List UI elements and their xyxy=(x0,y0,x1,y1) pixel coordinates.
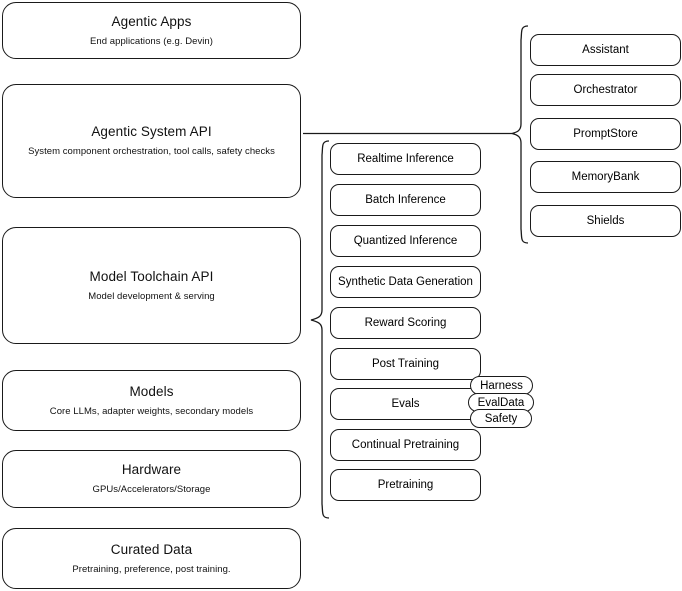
layer-title: Models xyxy=(129,383,174,399)
layer-title: Hardware xyxy=(121,462,182,478)
layer-title: Agentic Apps xyxy=(111,13,192,29)
toolchain-item-realtime-inference[interactable]: Realtime Inference xyxy=(330,143,481,175)
agentic-component-promptstore[interactable]: PromptStore xyxy=(530,118,681,150)
layer-subtitle: System component orchestration, tool cal… xyxy=(28,146,275,157)
toolchain-item-quantized-inference[interactable]: Quantized Inference xyxy=(330,225,481,257)
layer-title: Curated Data xyxy=(110,541,193,557)
layer-subtitle: Model development & serving xyxy=(88,290,215,302)
layer-title: Model Toolchain API xyxy=(89,268,214,284)
bracket-toolchain-components xyxy=(310,140,330,519)
bracket-agentic-system-components xyxy=(511,25,529,244)
agentic-component-memorybank[interactable]: MemoryBank xyxy=(530,161,681,193)
layer-subtitle: GPUs/Accelerators/Storage xyxy=(92,484,211,495)
layer-curated-data[interactable]: Curated Data Pretraining, preference, po… xyxy=(2,528,301,589)
toolchain-item-continual-pretraining[interactable]: Continual Pretraining xyxy=(330,429,481,461)
layer-models[interactable]: Models Core LLMs, adapter weights, secon… xyxy=(2,370,301,431)
toolchain-item-synthetic-data-generation[interactable]: Synthetic Data Generation xyxy=(330,266,481,298)
layer-subtitle: Core LLMs, adapter weights, secondary mo… xyxy=(49,405,254,417)
toolchain-item-pretraining[interactable]: Pretraining xyxy=(330,469,481,501)
layer-hardware[interactable]: Hardware GPUs/Accelerators/Storage xyxy=(2,450,301,508)
evals-badge-safety[interactable]: Safety xyxy=(470,409,532,428)
toolchain-item-evals[interactable]: Evals xyxy=(330,388,481,420)
layer-agentic-system-api[interactable]: Agentic System API System component orch… xyxy=(2,84,301,198)
toolchain-item-post-training[interactable]: Post Training xyxy=(330,348,481,380)
agentic-component-assistant[interactable]: Assistant xyxy=(530,34,681,66)
toolchain-item-reward-scoring[interactable]: Reward Scoring xyxy=(330,307,481,339)
layer-agentic-apps[interactable]: Agentic Apps End applications (e.g. Devi… xyxy=(2,2,301,59)
toolchain-item-batch-inference[interactable]: Batch Inference xyxy=(330,184,481,216)
layer-subtitle: End applications (e.g. Devin) xyxy=(90,35,213,47)
agentic-component-shields[interactable]: Shields xyxy=(530,205,681,237)
layer-title: Agentic System API xyxy=(91,124,212,140)
layer-model-toolchain-api[interactable]: Model Toolchain API Model development & … xyxy=(2,227,301,344)
layer-subtitle: Pretraining, preference, post training. xyxy=(72,563,231,575)
agentic-component-orchestrator[interactable]: Orchestrator xyxy=(530,74,681,106)
